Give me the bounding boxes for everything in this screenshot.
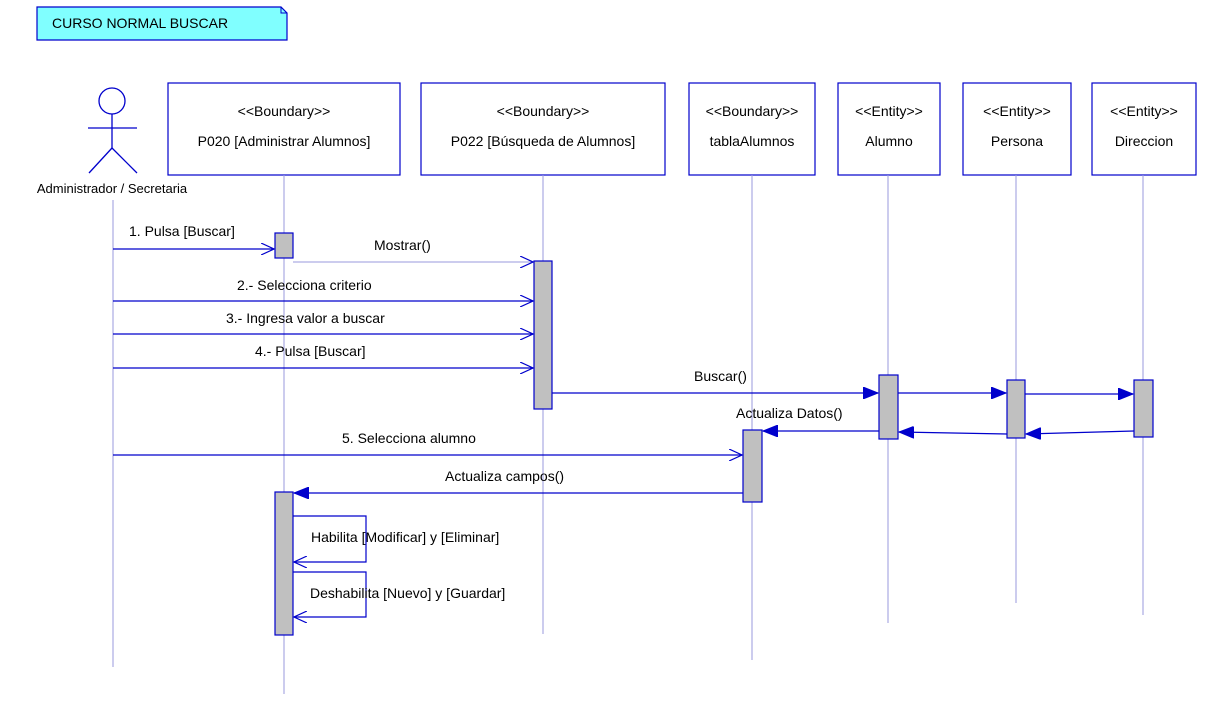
activation-persona xyxy=(1006,379,1026,439)
participant-p022: <<Boundary>> P022 [Búsqueda de Alumnos] xyxy=(420,82,666,176)
title-note: CURSO NORMAL BUSCAR xyxy=(36,6,288,41)
activation-tablaalumnos xyxy=(742,429,763,503)
message-label-2: 2.- Selecciona criterio xyxy=(237,277,372,293)
title-note-text: CURSO NORMAL BUSCAR xyxy=(52,15,228,31)
participant-name: tablaAlumnos xyxy=(710,133,795,149)
lifelines xyxy=(112,175,1144,694)
message-label-buscar: Buscar() xyxy=(694,368,747,384)
message-label-habilita: Habilita [Modificar] y [Eliminar] xyxy=(311,529,499,545)
actor-label: Administrador / Secretaria xyxy=(37,181,188,196)
activations xyxy=(274,232,1154,636)
participant-alumno: <<Entity>> Alumno xyxy=(837,82,941,176)
actor: Administrador / Secretaria xyxy=(37,87,188,196)
participant-p020: <<Boundary>> P020 [Administrar Alumnos] xyxy=(167,82,401,176)
participant-name: P022 [Búsqueda de Alumnos] xyxy=(451,133,635,149)
message-label-4: 4.- Pulsa [Buscar] xyxy=(255,343,366,359)
activation-direccion xyxy=(1133,379,1154,438)
participant-name: Direccion xyxy=(1115,133,1173,149)
message-label-deshabilita: Deshabilita [Nuevo] y [Guardar] xyxy=(310,585,505,601)
message-label-1: 1. Pulsa [Buscar] xyxy=(129,223,235,239)
participant-stereotype: <<Boundary>> xyxy=(497,103,590,119)
message-label-5: 5. Selecciona alumno xyxy=(342,430,476,446)
messages: 1. Pulsa [Buscar] Mostrar() 2.- Seleccio… xyxy=(113,223,1135,617)
activation-alumno xyxy=(878,374,899,440)
message-arrow-direccion-persona xyxy=(1026,431,1135,434)
activation-p020-1 xyxy=(274,232,294,259)
message-arrow-deshabilita xyxy=(293,571,367,617)
message-label-actualiza-campos: Actualiza campos() xyxy=(445,468,564,484)
participant-persona: <<Entity>> Persona xyxy=(962,82,1072,176)
participant-name: Persona xyxy=(991,133,1043,149)
actor-icon xyxy=(88,87,138,174)
participant-tablaalumnos: <<Boundary>> tablaAlumnos xyxy=(688,82,816,176)
message-arrow-habilita xyxy=(293,515,367,562)
activation-p022 xyxy=(533,260,553,410)
participant-name: Alumno xyxy=(865,133,913,149)
message-arrow-persona-alumno xyxy=(899,432,1008,434)
message-label-actualiza-datos: Actualiza Datos() xyxy=(736,405,843,421)
participant-direccion: <<Entity>> Direccion xyxy=(1091,82,1197,176)
message-label-mostrar: Mostrar() xyxy=(374,237,431,253)
participant-stereotype: <<Entity>> xyxy=(983,103,1051,119)
activation-p020-2 xyxy=(274,491,294,636)
participant-stereotype: <<Entity>> xyxy=(855,103,923,119)
participant-stereotype: <<Entity>> xyxy=(1110,103,1178,119)
participant-stereotype: <<Boundary>> xyxy=(238,103,331,119)
participant-stereotype: <<Boundary>> xyxy=(706,103,799,119)
message-label-3: 3.- Ingresa valor a buscar xyxy=(226,310,385,326)
participant-name: P020 [Administrar Alumnos] xyxy=(198,133,371,149)
